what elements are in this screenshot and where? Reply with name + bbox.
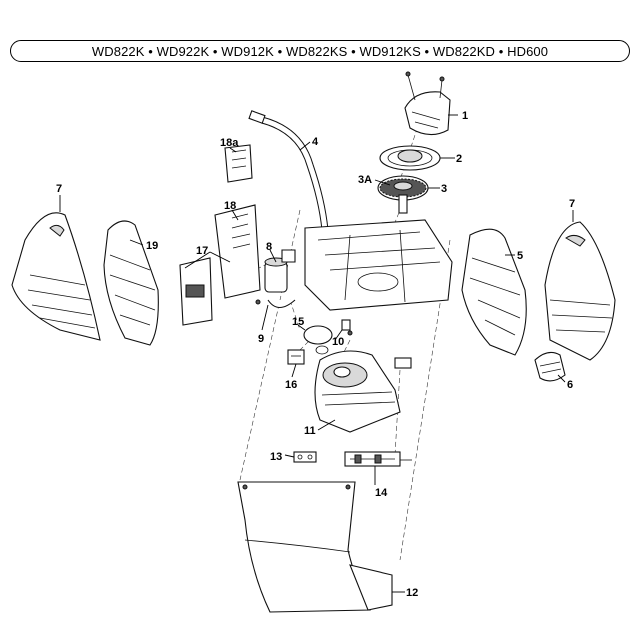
part-6-lens [534, 351, 566, 382]
callout-18: 18 [224, 200, 236, 212]
part-16-switch [287, 349, 305, 365]
part-9-bracket [255, 299, 296, 309]
part-4-power-cord [248, 110, 329, 231]
callout-8: 8 [266, 241, 272, 253]
part-12-lens-panel [237, 481, 393, 613]
callout-11: 11 [304, 425, 316, 437]
part-5-right-housing [461, 228, 527, 356]
part-13-terminal [293, 451, 317, 463]
callout-6: 6 [567, 379, 573, 391]
callout-4: 4 [312, 136, 319, 148]
callout-18a: 18a [220, 137, 239, 149]
callout-labels: 1 2 3 3A 4 5 6 7 7 8 9 10 11 12 13 14 15… [56, 110, 575, 599]
part-1-gear-cover [404, 71, 451, 136]
callout-3a: 3A [358, 174, 372, 186]
part-19-left-housing [103, 220, 159, 346]
part-8-capacitor [264, 249, 296, 293]
callout-19: 19 [146, 240, 158, 252]
callout-7-left: 7 [56, 183, 62, 195]
part-11-motor [314, 350, 412, 433]
callout-12: 12 [406, 587, 418, 599]
leader-lines [59, 114, 574, 593]
callout-9: 9 [258, 333, 264, 345]
part-14-limit-assembly [344, 451, 412, 467]
callout-10: 10 [332, 336, 344, 348]
part-17-logic-board [179, 257, 213, 326]
callout-3: 3 [441, 183, 447, 195]
callout-14: 14 [375, 487, 388, 499]
callout-2: 2 [456, 153, 462, 165]
callout-16: 16 [285, 379, 297, 391]
callout-5: 5 [517, 250, 523, 262]
chassis-plate [304, 219, 453, 311]
part-15-light-socket [303, 325, 333, 355]
part-10-limit-bracket [341, 319, 353, 336]
callout-15: 15 [292, 316, 304, 328]
part-18-circuit-board [214, 204, 261, 299]
callout-7-right: 7 [569, 198, 575, 210]
model-banner: WD822K • WD922K • WD912K • WD822KS • WD9… [10, 40, 630, 62]
part-18a-receiver-board [224, 144, 253, 183]
part-2-sprocket-plate [379, 145, 441, 171]
part-7-right-cover [544, 221, 616, 361]
model-list: WD822K • WD922K • WD912K • WD822KS • WD9… [91, 43, 549, 59]
callout-1: 1 [462, 110, 468, 122]
part-7-left-cover [11, 212, 101, 341]
callout-13: 13 [270, 451, 282, 463]
callout-17: 17 [196, 245, 208, 257]
part-3-drive-gear [377, 175, 429, 214]
